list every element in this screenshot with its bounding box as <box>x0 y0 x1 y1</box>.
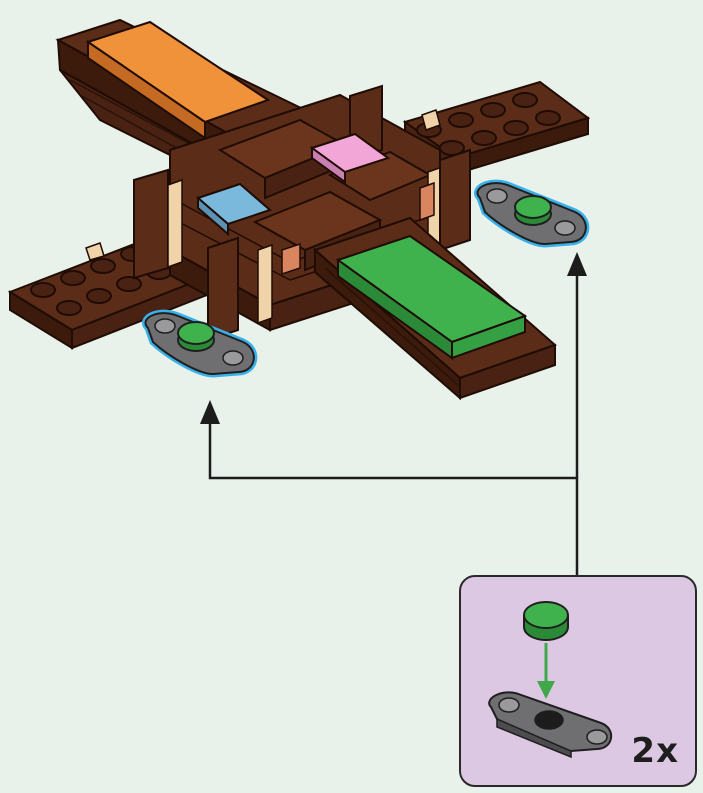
quantity-label: 2x <box>631 731 679 771</box>
orange-tile <box>85 20 271 140</box>
blue-tile <box>196 182 272 237</box>
green-tile <box>335 234 528 360</box>
pink-tile <box>309 132 391 184</box>
leader-lines <box>208 272 579 575</box>
green-round-tile <box>523 601 569 641</box>
arrow-down-icon <box>537 681 555 699</box>
landing-gear-left <box>142 309 258 378</box>
landing-gear-right <box>474 179 590 248</box>
arrow-up-icon <box>567 252 587 276</box>
arrow-up-icon <box>200 400 220 424</box>
subassembly-illustration <box>488 601 612 759</box>
right-wing-plate <box>402 80 591 176</box>
subassembly-callout: 2x <box>459 575 697 787</box>
gray-plate-with-clips <box>488 691 612 759</box>
